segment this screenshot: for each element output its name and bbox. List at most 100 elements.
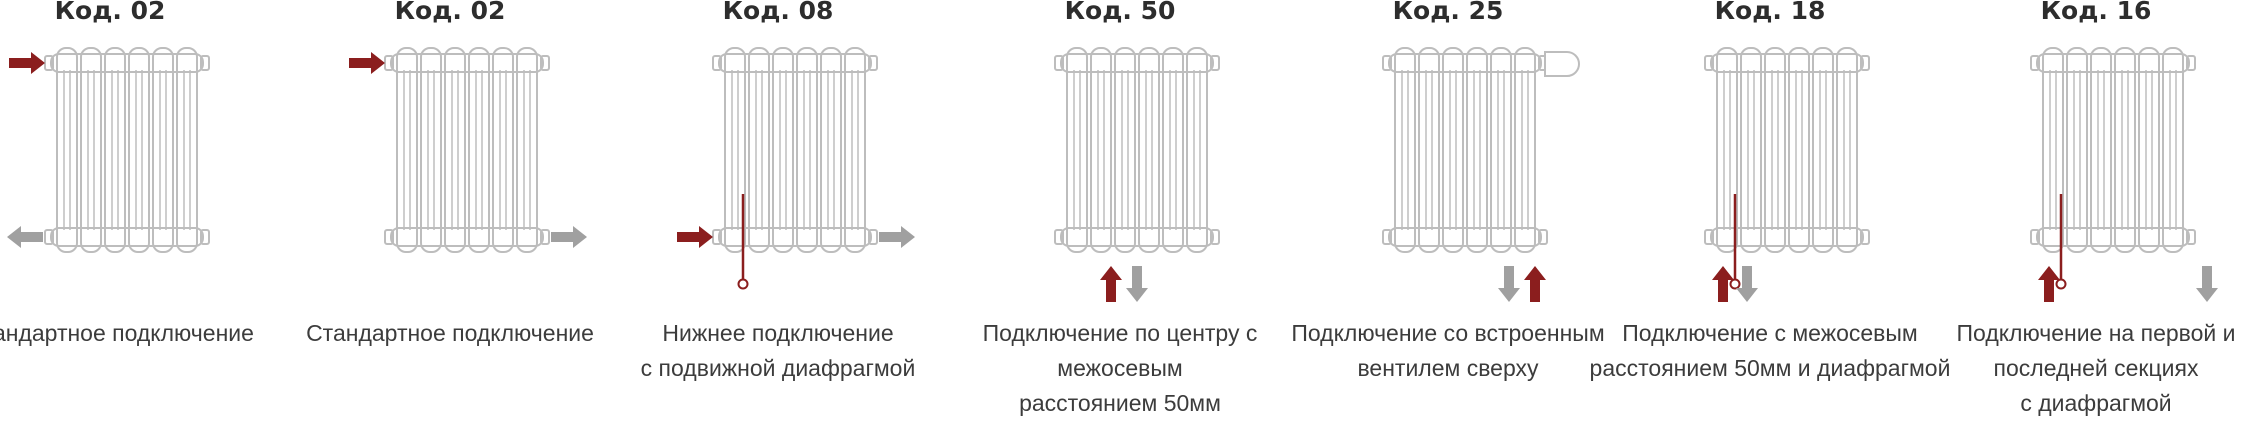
bottom-collector: [1710, 227, 1864, 247]
radiator-section: [1418, 47, 1440, 253]
radiator-section: [1716, 47, 1738, 253]
end-cap: [540, 229, 550, 245]
panel-code-label: Код. 16: [2040, 0, 2152, 25]
end-cap: [44, 229, 54, 245]
radiator-section: [1740, 47, 1762, 253]
panel-code-25: Код. 25 Подключение со встроенным вентил…: [1291, 0, 1604, 414]
top-collector: [1710, 53, 1864, 73]
thermostatic-valve-icon: [1544, 51, 1580, 77]
top-collector: [390, 53, 544, 73]
radiator-section: [844, 47, 866, 253]
end-cap: [2030, 229, 2040, 245]
radiator-diagram: [7, 47, 210, 253]
inlet-arrow-icon: [1524, 266, 1546, 302]
panel-code-label: Код. 02: [394, 0, 506, 25]
radiator-section: [492, 47, 514, 253]
end-cap: [1538, 229, 1548, 245]
end-cap: [868, 55, 878, 71]
panel-caption: Подключение по центру с межосевым рассто…: [982, 320, 1258, 416]
radiator-section: [1186, 47, 1208, 253]
radiator-section: [796, 47, 818, 253]
panel-code-label: Код. 02: [54, 0, 166, 25]
radiator-section: [1514, 47, 1536, 253]
outlet-arrow-icon: [7, 226, 43, 248]
top-collector: [1060, 53, 1214, 73]
panel-code-label: Код. 25: [1392, 0, 1504, 25]
panel-code-02-a: Код. 02 Стандартное подключение: [0, 0, 260, 414]
end-cap: [1210, 229, 1220, 245]
inlet-arrow-icon: [2038, 266, 2060, 302]
radiator-section: [1812, 47, 1834, 253]
radiator-diagram: [349, 47, 587, 253]
radiator-section: [1466, 47, 1488, 253]
radiator-section: [1788, 47, 1810, 253]
radiator-section: [2042, 47, 2064, 253]
radiator-section: [420, 47, 442, 253]
top-collector: [50, 53, 204, 73]
diaphragm-icon: [1729, 278, 1741, 290]
radiator-diagram: [1054, 47, 1220, 302]
radiator-section: [1394, 47, 1416, 253]
radiator-section: [1490, 47, 1512, 253]
end-cap: [1704, 229, 1714, 245]
panel-code-label: Код. 18: [1714, 0, 1826, 25]
panel-code-18: Код. 18 Подключение с межосевым расстоян…: [1590, 0, 1951, 414]
radiator-section: [516, 47, 538, 253]
radiator-diagram: [1704, 47, 1870, 302]
bottom-collector: [50, 227, 204, 247]
bottom-collector: [1388, 227, 1542, 247]
outlet-arrow-icon: [2196, 266, 2218, 302]
end-cap: [2186, 55, 2196, 71]
radiator-diagram: [2030, 47, 2218, 302]
radiator-diagram: [677, 47, 915, 290]
radiator-diagram: [1382, 47, 1580, 302]
end-cap: [384, 229, 394, 245]
radiator-section: [748, 47, 770, 253]
outlet-arrow-icon: [1736, 266, 1758, 302]
radiator-section: [1764, 47, 1786, 253]
panel-caption: Стандартное подключение: [306, 320, 594, 346]
radiator-section: [152, 47, 174, 253]
radiator-section: [820, 47, 842, 253]
outlet-arrow-icon: [551, 226, 587, 248]
end-cap: [868, 229, 878, 245]
inlet-arrow-icon: [349, 52, 385, 74]
radiator-section: [104, 47, 126, 253]
radiator-section: [396, 47, 418, 253]
bottom-collector: [718, 227, 872, 247]
panel-code-02-b: Код. 02 Стандартное подключение: [300, 0, 600, 414]
radiator-section: [1162, 47, 1184, 253]
radiator-section: [1090, 47, 1112, 253]
radiator-section: [2066, 47, 2088, 253]
outlet-arrow-icon: [1126, 266, 1148, 302]
radiator-section: [2138, 47, 2160, 253]
radiator-section: [2090, 47, 2112, 253]
top-collector: [1388, 53, 1542, 73]
top-collector: [718, 53, 872, 73]
end-cap: [2186, 229, 2196, 245]
top-collector: [2036, 53, 2190, 73]
end-cap: [1704, 55, 1714, 71]
panel-caption: Стандартное подключение: [0, 320, 254, 346]
inlet-arrow-icon: [1712, 266, 1734, 302]
bottom-collector: [390, 227, 544, 247]
outlet-arrow-icon: [1498, 266, 1520, 302]
radiator-section: [772, 47, 794, 253]
inlet-arrow-icon: [677, 226, 713, 248]
radiator-section: [468, 47, 490, 253]
radiator-section: [1442, 47, 1464, 253]
panel-caption: Нижнее подключение с подвижной диафрагмо…: [640, 320, 916, 381]
end-cap: [2030, 55, 2040, 71]
radiator-section: [1138, 47, 1160, 253]
radiator-section: [2114, 47, 2136, 253]
diaphragm-icon: [737, 278, 749, 290]
panel-code-16: Код. 16 Подключение на первой и последне…: [1946, 0, 2246, 416]
end-cap: [1054, 55, 1064, 71]
end-cap: [712, 55, 722, 71]
outlet-arrow-icon: [879, 226, 915, 248]
end-cap: [200, 229, 210, 245]
end-cap: [200, 55, 210, 71]
panel-code-label: Код. 50: [1064, 0, 1176, 25]
radiator-section: [80, 47, 102, 253]
panel-caption: Подключение с межосевым расстоянием 50мм…: [1589, 320, 1951, 381]
